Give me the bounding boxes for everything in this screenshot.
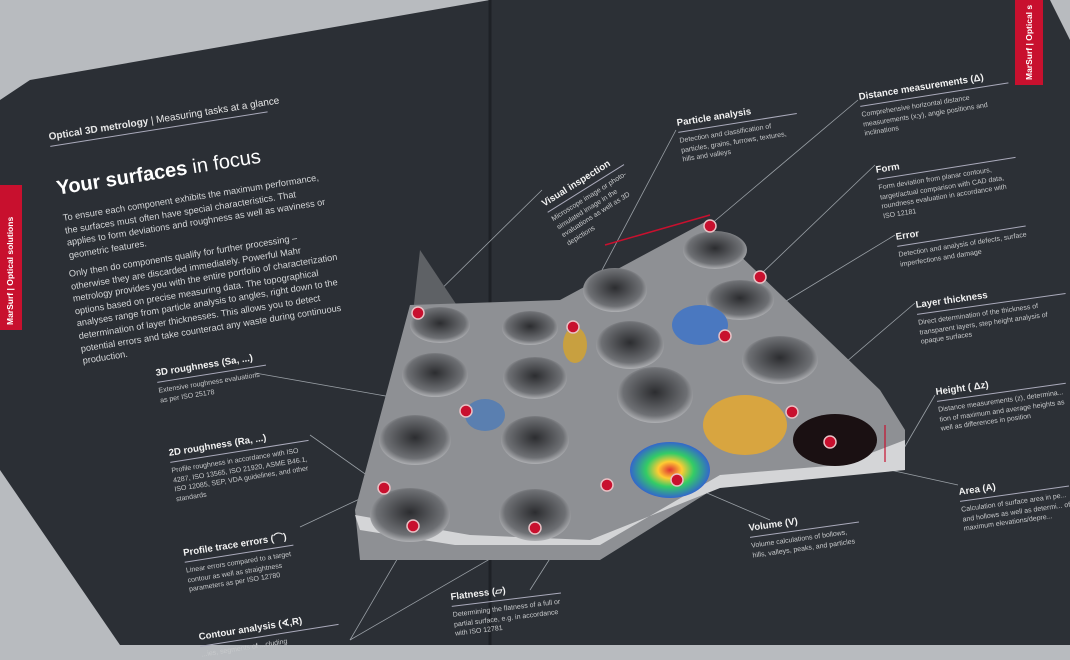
right-side-tab: MarSurf | Optical s [1015,0,1043,85]
distance-arrow [604,214,711,246]
side-tab-label: MarSurf | Optical solutions [5,216,15,325]
hollows [370,231,877,542]
side-tab-label: MarSurf | Optical s [1024,4,1034,80]
left-side-tab: MarSurf | Optical solutions [0,185,22,330]
marker-dots [377,219,837,535]
brochure-spread [0,0,1070,645]
